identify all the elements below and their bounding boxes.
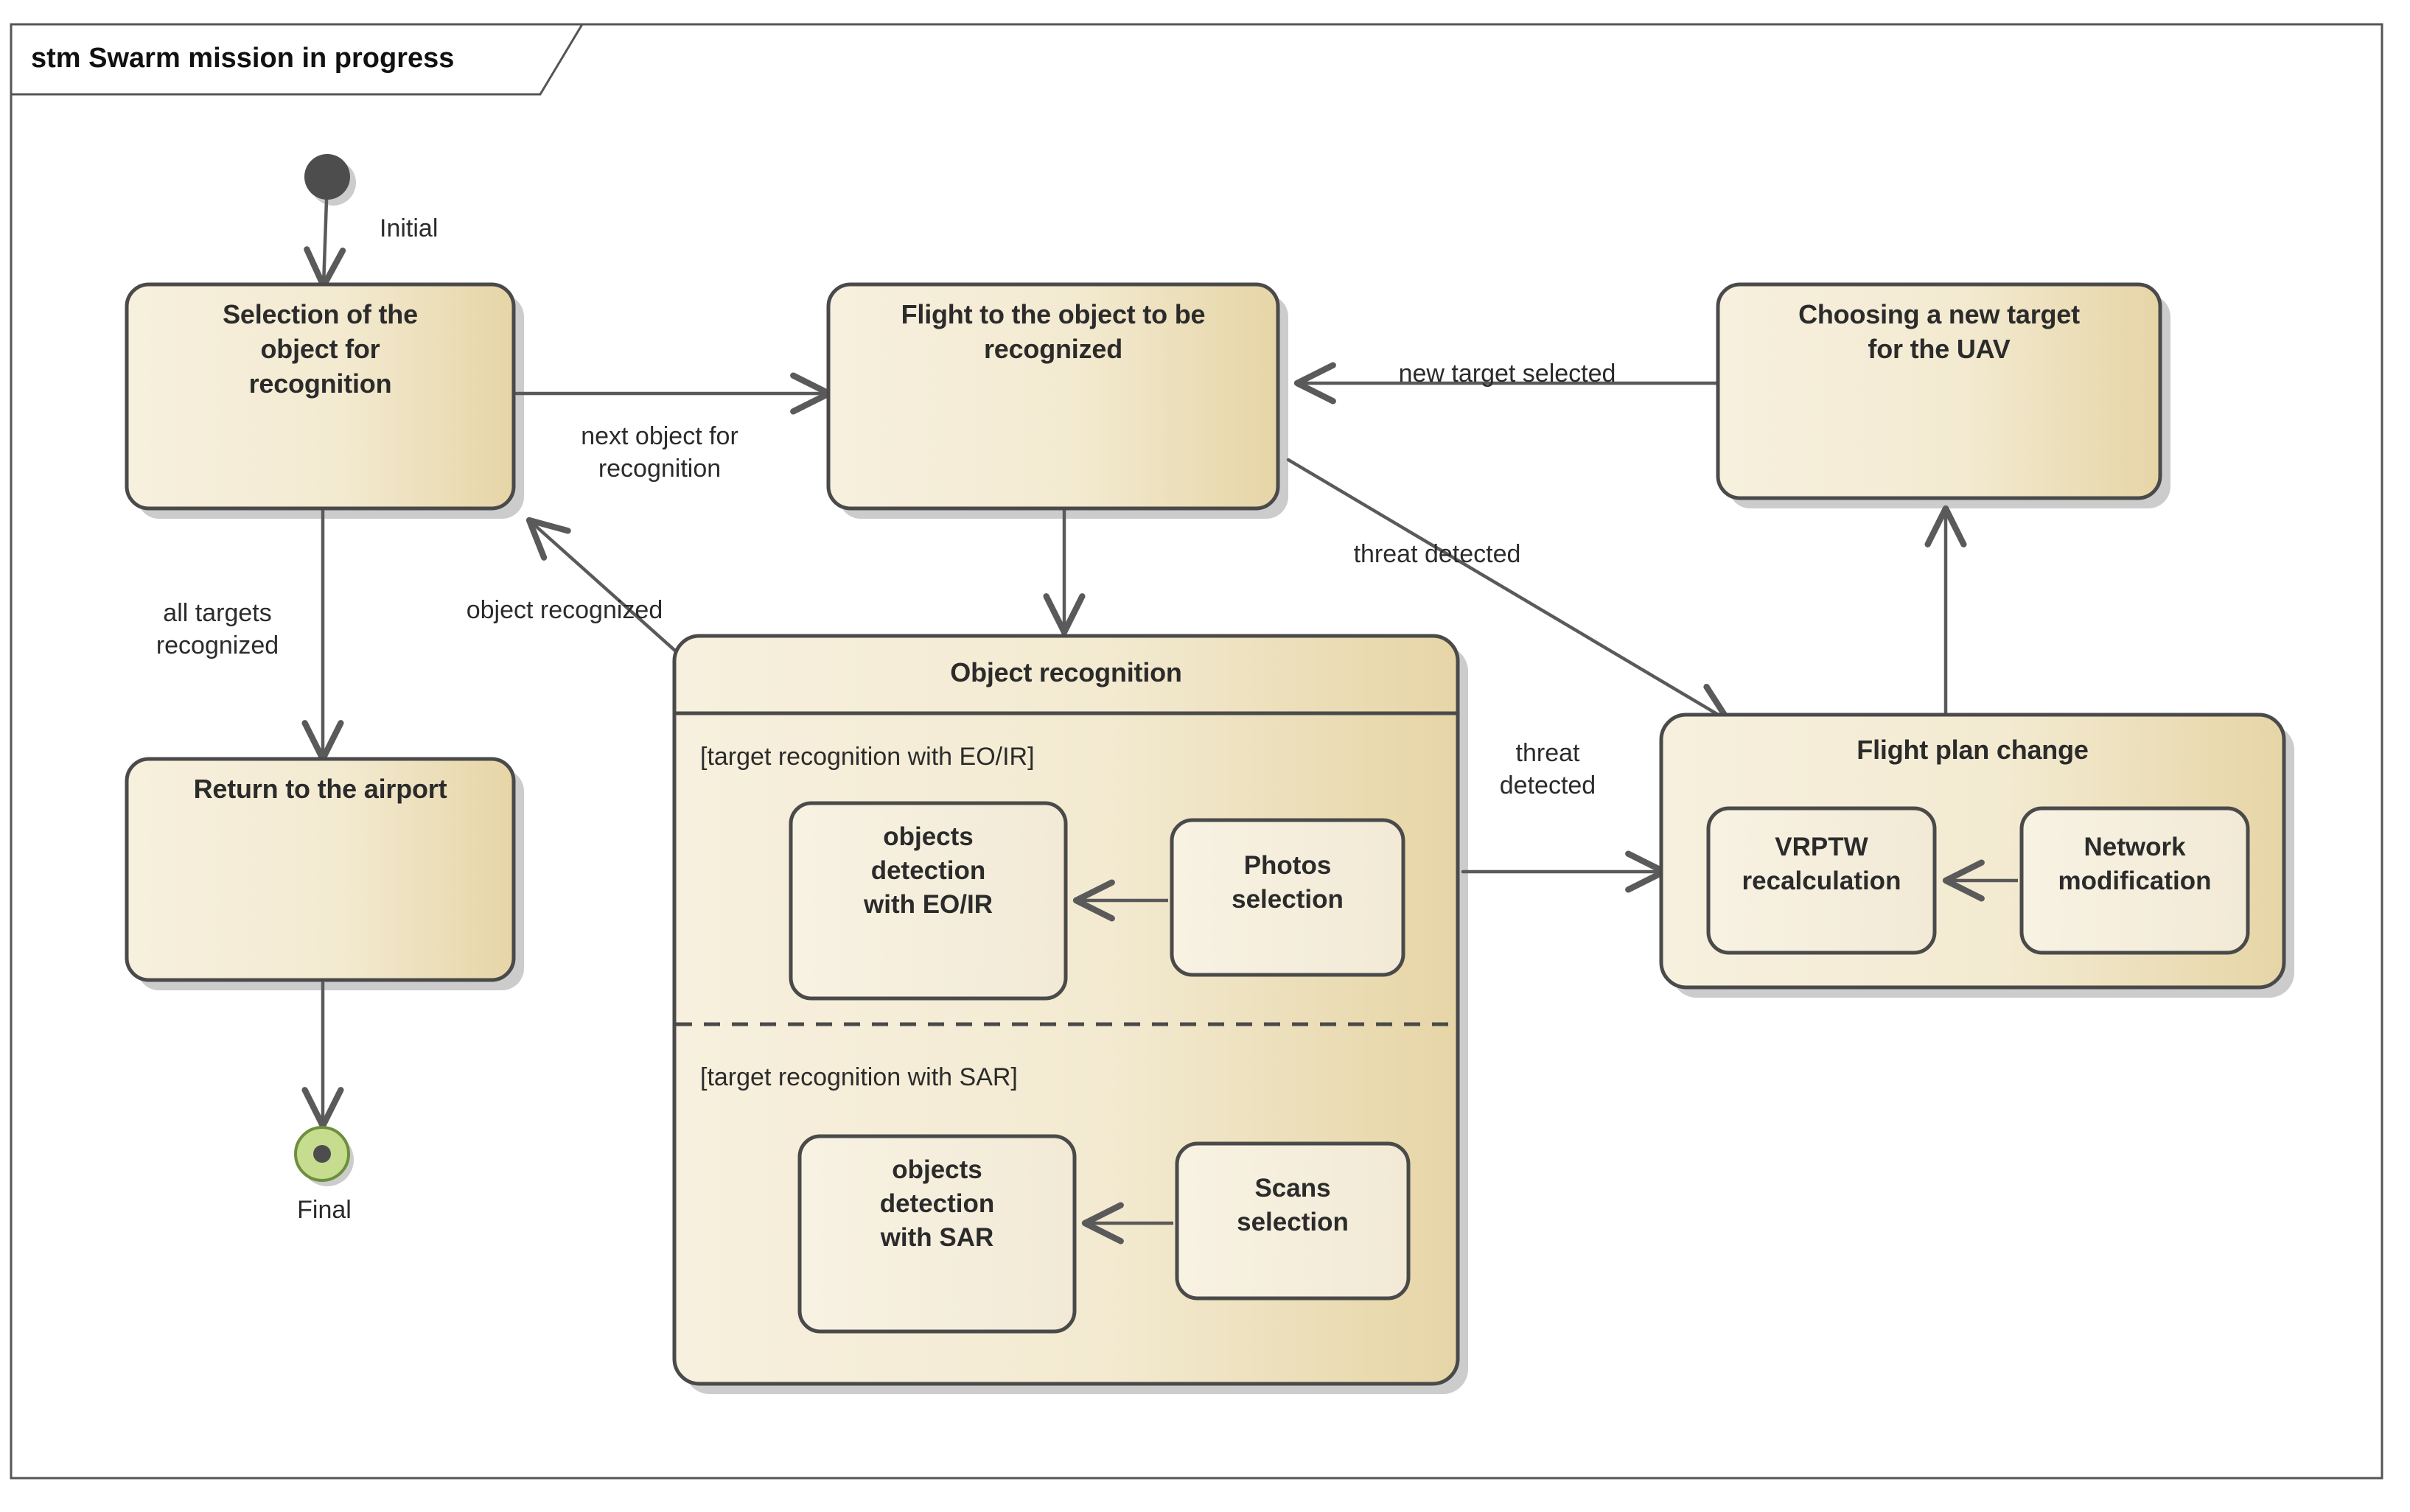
final-pseudostate[interactable]	[294, 1126, 350, 1182]
transition-threat-1	[1286, 458, 1732, 724]
state-flight-to-the-object[interactable]	[826, 282, 1280, 511]
state-selection-of-the-object-for-recognition[interactable]	[125, 282, 516, 511]
substate-network-modification[interactable]	[2019, 806, 2250, 955]
substate-vrptw-recalculation[interactable]	[1706, 806, 1937, 955]
transition-object-recognized	[525, 517, 691, 665]
transition-lines	[301, 198, 1967, 1130]
state-choosing-a-new-target[interactable]	[1716, 282, 2162, 500]
initial-pseudostate[interactable]	[304, 154, 350, 200]
transition-initial	[304, 198, 346, 290]
substate-objects-detection-with-sar[interactable]	[797, 1134, 1077, 1334]
substate-objects-detection-with-eoir[interactable]	[789, 801, 1068, 1001]
state-return-to-the-airport[interactable]	[125, 757, 516, 982]
substate-scans-selection[interactable]	[1175, 1141, 1411, 1301]
substate-photos-selection[interactable]	[1170, 818, 1405, 977]
